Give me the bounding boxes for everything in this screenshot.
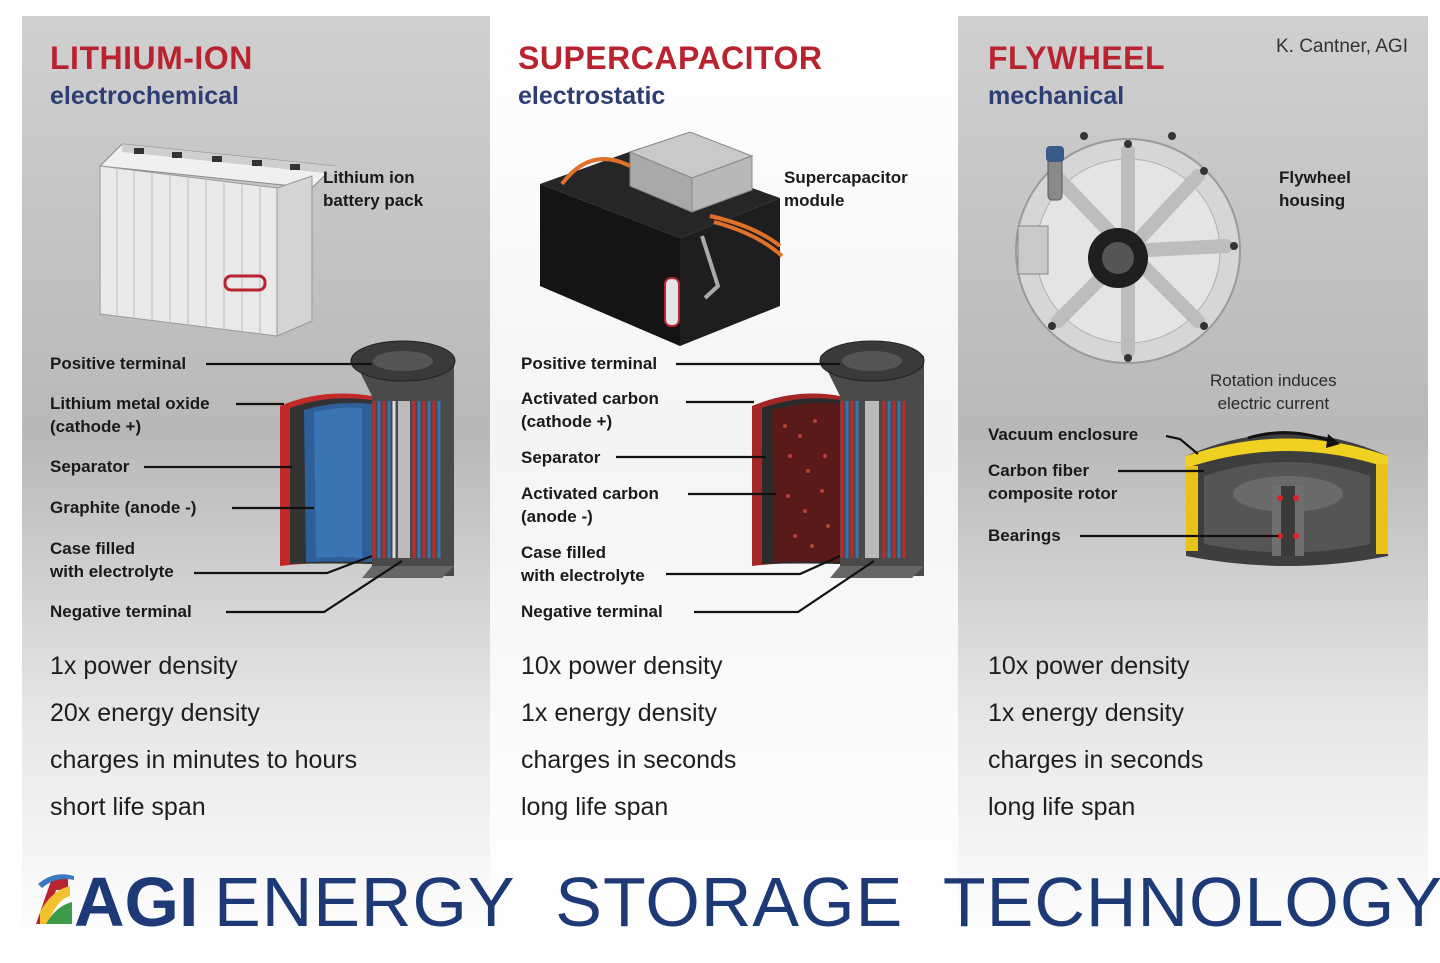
flywheel-rotor-cutaway: [1186, 431, 1388, 566]
column-subtitle: mechanical: [988, 82, 1125, 110]
property-power-density: 10x power density: [988, 652, 1190, 680]
property-energy-density: 1x energy density: [521, 699, 717, 727]
column-title: SUPERCAPACITOR: [518, 40, 823, 76]
leader-lines: [616, 362, 875, 614]
agi-logo-text: AGI: [74, 863, 199, 941]
part-label-separator: Separator: [50, 457, 130, 476]
part-label-bearings: Bearings: [988, 526, 1061, 545]
flywheel-housing-illustration: [1015, 132, 1241, 364]
lithium-ion-column: LITHIUM-ION electrochemical: [22, 16, 490, 946]
supercapacitor-cell-cutaway: [752, 340, 925, 578]
image-credit: K. Cantner, AGI: [1275, 36, 1408, 57]
flywheel-illustration: [1015, 132, 1388, 566]
lithium-ion-illustration: [98, 143, 456, 614]
column-subtitle: electrostatic: [518, 82, 666, 110]
lithium-ion-cell-cutaway: [280, 340, 456, 578]
part-label-anode: Graphite (anode -): [50, 498, 197, 517]
property-energy-density: 20x energy density: [50, 699, 260, 727]
part-label-positive-terminal: Positive terminal: [50, 354, 187, 373]
footer-banner: AGI ENERGY STORAGE TECHNOLOGY: [34, 862, 1440, 942]
part-label-vacuum-enclosure: Vacuum enclosure: [988, 425, 1139, 444]
column-subtitle: electrochemical: [50, 82, 239, 110]
supercapacitor-column: SUPERCAPACITOR electrostatic: [490, 16, 958, 946]
part-label-negative-terminal: Negative terminal: [521, 602, 663, 621]
part-label-negative-terminal: Negative terminal: [50, 602, 192, 621]
property-energy-density: 1x energy density: [988, 699, 1184, 727]
property-charge-time: charges in minutes to hours: [50, 746, 358, 774]
battery-pack-illustration: [98, 143, 336, 337]
part-label-cathode: Activated carbon(cathode +): [521, 389, 659, 431]
property-power-density: 1x power density: [50, 652, 238, 680]
footer-title: ENERGY STORAGE TECHNOLOGY: [214, 863, 1440, 941]
property-charge-time: charges in seconds: [521, 746, 737, 774]
property-life-span: long life span: [521, 793, 669, 821]
flywheel-column: K. Cantner, AGI FLYWHEEL mechanical: [958, 16, 1428, 946]
property-life-span: short life span: [50, 793, 206, 821]
supercapacitor-module-illustration: [540, 131, 784, 346]
part-label-cathode: Lithium metal oxide(cathode +): [50, 394, 210, 436]
property-power-density: 10x power density: [521, 652, 723, 680]
part-label-positive-terminal: Positive terminal: [521, 354, 658, 373]
property-life-span: long life span: [988, 793, 1136, 821]
leader-lines: [1080, 434, 1278, 538]
column-title: FLYWHEEL: [988, 40, 1166, 76]
agi-logo-icon: [36, 874, 74, 924]
part-label-separator: Separator: [521, 448, 601, 467]
property-charge-time: charges in seconds: [988, 746, 1204, 774]
supercapacitor-illustration: [540, 131, 925, 614]
column-title: LITHIUM-ION: [50, 40, 253, 76]
part-label-anode: Activated carbon(anode -): [521, 484, 659, 526]
leader-lines: [144, 362, 403, 614]
